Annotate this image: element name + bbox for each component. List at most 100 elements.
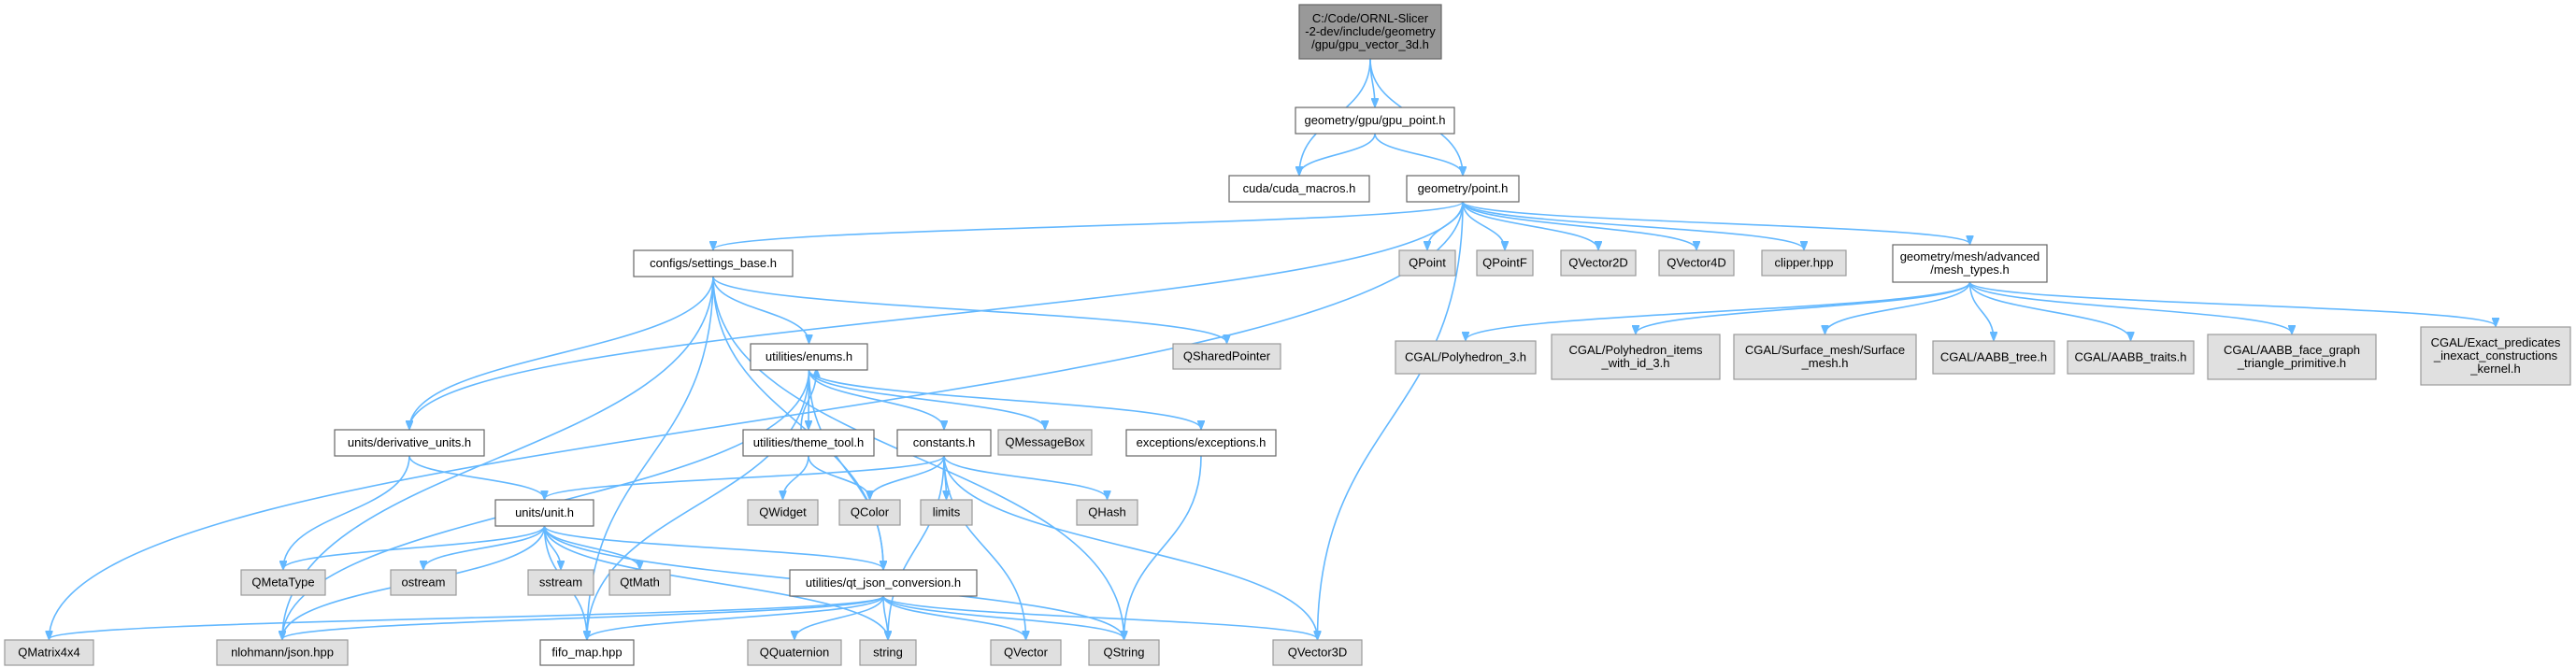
node-label: _with_id_3.h	[1601, 356, 1670, 370]
node-label: CGAL/AABB_face_graph	[2224, 343, 2360, 357]
node-box	[747, 639, 842, 666]
edge-mesh_types-to-AABB_traits	[1968, 281, 2131, 340]
edge-unit-to-QtMath	[543, 525, 640, 569]
node-point[interactable]: geometry/point.h	[1406, 175, 1520, 203]
node-label: QHash	[1088, 505, 1125, 519]
node-box	[1076, 499, 1138, 526]
node-label: units/unit.h	[515, 505, 574, 519]
edge-path	[587, 595, 884, 639]
edge-point-to-QMatrix4x4	[50, 201, 1464, 639]
edge-path	[50, 595, 884, 639]
node-derivative-units[interactable]: units/derivative_units.h	[334, 429, 485, 457]
node-box	[539, 639, 635, 666]
edge-point-to-QVector4D	[1462, 201, 1696, 249]
node-ostream: ostream	[390, 569, 457, 596]
node-label: QString	[1103, 646, 1144, 660]
node-label: CGAL/AABB_traits.h	[2075, 350, 2187, 364]
edge-theme_tool-to-QColor	[808, 455, 870, 499]
node-fifo-map[interactable]: fifo_map.hpp	[539, 639, 635, 666]
node-label: QQuaternion	[760, 646, 829, 660]
edge-path	[712, 276, 809, 343]
edge-path	[943, 455, 1026, 639]
edge-path	[1374, 133, 1463, 175]
edge-path	[808, 369, 884, 569]
edge-path	[794, 595, 884, 639]
edge-path	[50, 201, 1464, 639]
edge-path	[808, 369, 945, 429]
edge-enums-to-exceptions	[808, 369, 1202, 429]
edge-mesh_types-to-Surface_mesh	[1825, 281, 1971, 334]
edge-path	[1124, 455, 1202, 639]
edge-path	[808, 369, 1202, 429]
node-surface-mesh: CGAL/Surface_mesh/Surface_mesh.h	[1733, 334, 1917, 380]
node-label: string	[873, 646, 903, 660]
node-qmetatype: QMetaType	[240, 569, 326, 596]
edge-path	[1968, 281, 2131, 340]
edge-gpu_point-to-cuda_macros	[1299, 133, 1376, 175]
node-layer: C:/Code/ORNL-Slicer-2-dev/include/geomet…	[4, 4, 2571, 666]
node-gpu-point[interactable]: geometry/gpu/gpu_point.h	[1295, 107, 1455, 135]
edge-path	[783, 455, 809, 499]
edge-exceptions-to-QString	[1124, 455, 1202, 639]
node-box	[1088, 639, 1160, 666]
node-label: QVector4D	[1667, 256, 1726, 270]
edge-qt_json-to-QQuaternion	[794, 595, 884, 639]
node-box	[240, 569, 326, 596]
edge-path	[1968, 281, 2293, 334]
edge-path	[1427, 201, 1464, 249]
edge-settings_base-to-derivative_units	[409, 276, 714, 429]
node-label: _triangle_primitive.h	[2237, 356, 2346, 370]
node-aabb-traits: CGAL/AABB_traits.h	[2067, 340, 2195, 375]
edge-point-to-QPointF	[1462, 201, 1505, 249]
node-box	[2067, 340, 2195, 375]
node-label: QPoint	[1409, 256, 1446, 270]
edge-path	[282, 595, 884, 639]
node-box	[2420, 326, 2571, 386]
node-box	[997, 429, 1093, 456]
node-box	[1551, 334, 1721, 380]
node-label: nlohmann/json.hpp	[231, 646, 334, 660]
edge-path	[543, 525, 884, 569]
edge-path	[423, 525, 546, 569]
edge-qt_json-to-QVector	[882, 595, 1026, 639]
node-box	[859, 639, 917, 666]
node-qvector2d: QVector2D	[1560, 249, 1637, 277]
edge-enums-to-fifo_map	[587, 369, 810, 639]
node-label: QVector3D	[1288, 646, 1348, 660]
node-box	[750, 343, 868, 371]
node-label: CGAL/AABB_tree.h	[1940, 350, 2047, 364]
node-box	[494, 499, 594, 527]
node-box	[1125, 429, 1277, 457]
node-exceptions[interactable]: exceptions/exceptions.h	[1125, 429, 1277, 457]
node-label: geometry/mesh/advanced	[1900, 249, 2040, 263]
edge-mesh_types-to-Polyhedron_3	[1466, 281, 1971, 340]
node-mesh-types[interactable]: geometry/mesh/advanced/mesh_types.h	[1892, 244, 2048, 283]
edge-constants-to-string	[888, 455, 945, 639]
edge-path	[888, 455, 945, 639]
edge-path	[543, 525, 889, 639]
node-qsharedpointer: QSharedPointer	[1172, 343, 1281, 370]
node-enums[interactable]: utilities/enums.h	[750, 343, 868, 371]
node-qt-json[interactable]: utilities/qt_json_conversion.h	[789, 569, 978, 597]
node-box	[789, 569, 978, 597]
edge-theme_tool-to-enums	[800, 369, 817, 431]
node-label: _inexact_constructions	[2433, 348, 2558, 362]
node-constants[interactable]: constants.h	[896, 429, 992, 457]
node-label: configs/settings_base.h	[650, 256, 777, 270]
edge-mesh_types-to-Exact_predicates	[1968, 281, 2497, 326]
node-box	[2207, 334, 2377, 380]
node-theme-tool[interactable]: utilities/theme_tool.h	[742, 429, 875, 457]
node-box	[4, 639, 94, 666]
node-label: QMatrix4x4	[18, 646, 79, 660]
node-cuda-macros[interactable]: cuda/cuda_macros.h	[1228, 175, 1370, 203]
edge-constants-to-QHash	[943, 455, 1108, 499]
node-box	[1761, 249, 1847, 277]
node-unit[interactable]: units/unit.h	[494, 499, 594, 527]
node-settings-base[interactable]: configs/settings_base.h	[633, 249, 794, 277]
edge-mesh_types-to-AABB_face_graph	[1968, 281, 2293, 334]
edge-path	[283, 525, 546, 569]
edge-theme_tool-to-QWidget	[783, 455, 809, 499]
node-label: QMetaType	[251, 576, 314, 590]
node-polyhedron-3: CGAL/Polyhedron_3.h	[1395, 340, 1537, 375]
node-label: QColor	[851, 505, 890, 519]
